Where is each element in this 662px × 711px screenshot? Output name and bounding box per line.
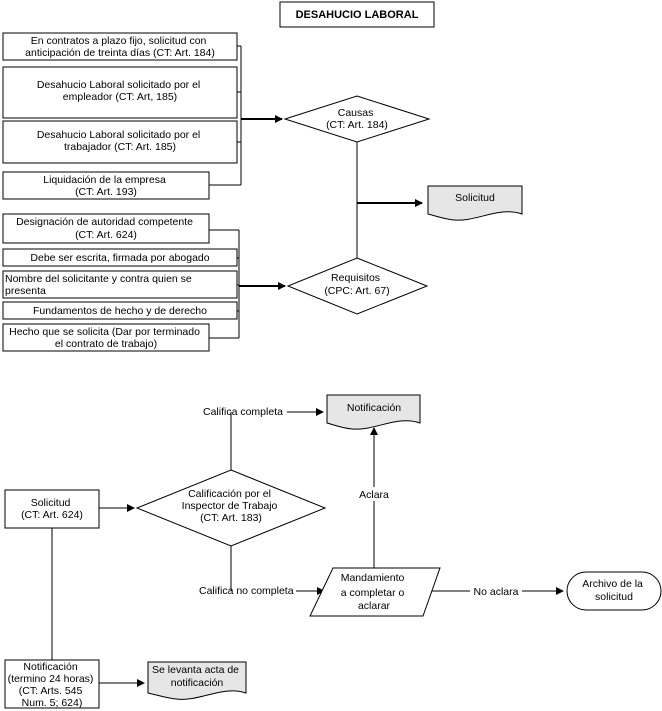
causas-decision-text: Causas (CT: Art. 184) [326, 107, 388, 131]
requisito-text-escrita: Debe ser escrita, firmada por abogado [30, 252, 209, 264]
requisito-text-fundamentos: Fundamentos de hecho y de derecho [33, 305, 207, 317]
causa-text-liquidacion: Liquidación de la empresa (CT: Art. 193) [43, 174, 169, 198]
notificacion-box-text: Notificación (termino 24 horas) (CT: Art… [8, 661, 97, 709]
requisito-box-hecho [2, 323, 210, 352]
acta-document [147, 661, 247, 700]
causa-text-plazo-fijo: En contratos a plazo fijo, solicitud con… [25, 35, 215, 59]
archivo-text: Archivo de la solicitud [582, 578, 646, 603]
archivo-terminal [566, 571, 662, 611]
acta-document-text: Se levanta acta de notificación [152, 664, 242, 689]
requisito-box-autoridad [2, 213, 210, 244]
label-califica-completa: Califica completa [203, 406, 283, 418]
solicitud-document-text: Solicitud [455, 192, 495, 204]
solicitud-document [427, 185, 523, 221]
causa-box-trabajador [2, 120, 238, 164]
causas-requisitos-spine [356, 142, 423, 258]
mandamiento-text: Mandamiento a completar o aclarar [341, 572, 408, 612]
causa-box-empleador [2, 66, 238, 119]
page-title: DESAHUCIO LABORAL [296, 9, 419, 21]
title-box [279, 1, 435, 28]
requisito-box-nombre [2, 270, 238, 299]
notificacion-document [326, 394, 421, 430]
label-califica-no-completa: Califica no completa [199, 585, 294, 597]
requisito-text-nombre: Nombre del solicitante y contra quien se… [5, 273, 195, 297]
notificacion-box [4, 659, 100, 709]
flow-solicitud-box [4, 489, 100, 529]
causa-box-liquidacion [2, 171, 210, 200]
causa-box-plazo-fijo [2, 32, 238, 61]
label-no-aclara: No aclara [474, 586, 519, 598]
causa-text-trabajador: Desahucio Laboral solicitado por el trab… [37, 129, 203, 153]
causas-connectors [209, 45, 283, 186]
requisito-text-autoridad: Designación de autoridad competente (CT:… [16, 216, 196, 241]
requisito-text-hecho: Hecho que se solicita (Dar por terminado… [9, 326, 203, 350]
causa-text-empleador: Desahucio Laboral solicitado por el empl… [37, 79, 203, 103]
requisitos-decision-text: Requisitos (CPC: Art. 67) [324, 272, 389, 297]
requisitos-decision [286, 257, 429, 315]
connector-califica-no-completa [230, 546, 325, 595]
requisitos-connectors [209, 229, 286, 339]
notificacion-document-text: Notificación [347, 402, 401, 414]
mandamiento-box [309, 567, 441, 617]
flow-solicitud-text: Solicitud (CT: Art. 624) [21, 497, 83, 521]
calificacion-decision-text: Calificación por el Inspector de Trabajo… [182, 488, 281, 524]
label-aclara: Aclara [359, 489, 389, 501]
connector-califica-completa [230, 408, 324, 470]
